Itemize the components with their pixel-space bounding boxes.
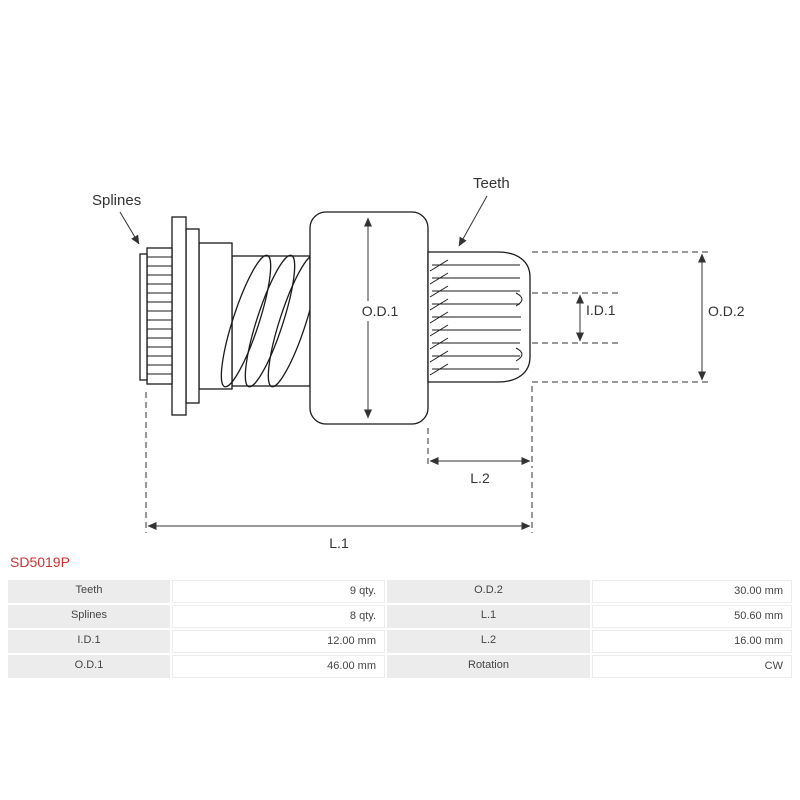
l1-dimension <box>145 392 533 533</box>
hub <box>198 242 233 390</box>
spec-value-cell: 46.00 mm <box>172 655 385 678</box>
pinion-teeth-lines <box>432 264 521 370</box>
spec-value-cell: 12.00 mm <box>172 630 385 653</box>
spec-table: Teeth 9 qty. O.D.2 30.00 mm Splines 8 qt… <box>8 580 792 678</box>
dimension-lines <box>119 195 712 533</box>
spec-row: Splines 8 qty. L.1 50.60 mm <box>8 605 792 628</box>
spline-endcap <box>139 253 148 381</box>
od1-label: O.D.1 <box>362 303 399 319</box>
spec-label-cell: Rotation <box>387 655 590 678</box>
spec-value-cell: CW <box>592 655 792 678</box>
flange-disc-rear <box>185 228 200 404</box>
starter-drive-technical-drawing: Splines Teeth O.D.1 O.D.2 I.D.1 L.2 L.1 <box>92 175 745 551</box>
spline-sleeve <box>146 247 173 385</box>
spec-value-cell: 30.00 mm <box>592 580 792 603</box>
spec-label-cell: I.D.1 <box>8 630 170 653</box>
spec-label-cell: Teeth <box>8 580 170 603</box>
spec-label-cell: Splines <box>8 605 170 628</box>
spec-label-cell: L.1 <box>387 605 590 628</box>
splines-leader-arrow <box>119 211 140 245</box>
spec-value-cell: 50.60 mm <box>592 605 792 628</box>
shaft <box>231 255 311 387</box>
spec-row: Teeth 9 qty. O.D.2 30.00 mm <box>8 580 792 603</box>
l2-dimension <box>427 386 533 468</box>
flange-disc-front <box>171 216 187 416</box>
spec-row: O.D.1 46.00 mm Rotation CW <box>8 655 792 678</box>
od1-dimension <box>352 217 408 419</box>
drive-body <box>139 211 531 425</box>
od2-label: O.D.2 <box>708 303 745 319</box>
part-number: SD5019P <box>10 554 70 570</box>
spec-label-cell: L.2 <box>387 630 590 653</box>
l2-label: L.2 <box>470 470 490 486</box>
spline-hatching <box>147 256 172 375</box>
l1-label: L.1 <box>329 535 349 550</box>
pinion-chamfer-hatching <box>429 259 449 376</box>
technical-drawing-area: Splines Teeth O.D.1 O.D.2 I.D.1 L.2 L.1 <box>92 175 745 551</box>
spec-row: I.D.1 12.00 mm L.2 16.00 mm <box>8 630 792 653</box>
id1-dimension <box>532 292 620 344</box>
spec-label-cell: O.D.2 <box>387 580 590 603</box>
splines-label: Splines <box>92 192 141 209</box>
spec-value-cell: 9 qty. <box>172 580 385 603</box>
teeth-leader-arrow <box>458 195 488 247</box>
spec-value-cell: 8 qty. <box>172 605 385 628</box>
teeth-label: Teeth <box>473 175 510 192</box>
od2-dimension <box>532 251 712 383</box>
spec-label-cell: O.D.1 <box>8 655 170 678</box>
id1-label: I.D.1 <box>586 302 616 318</box>
tooth-end-curves <box>515 292 523 362</box>
spec-value-cell: 16.00 mm <box>592 630 792 653</box>
